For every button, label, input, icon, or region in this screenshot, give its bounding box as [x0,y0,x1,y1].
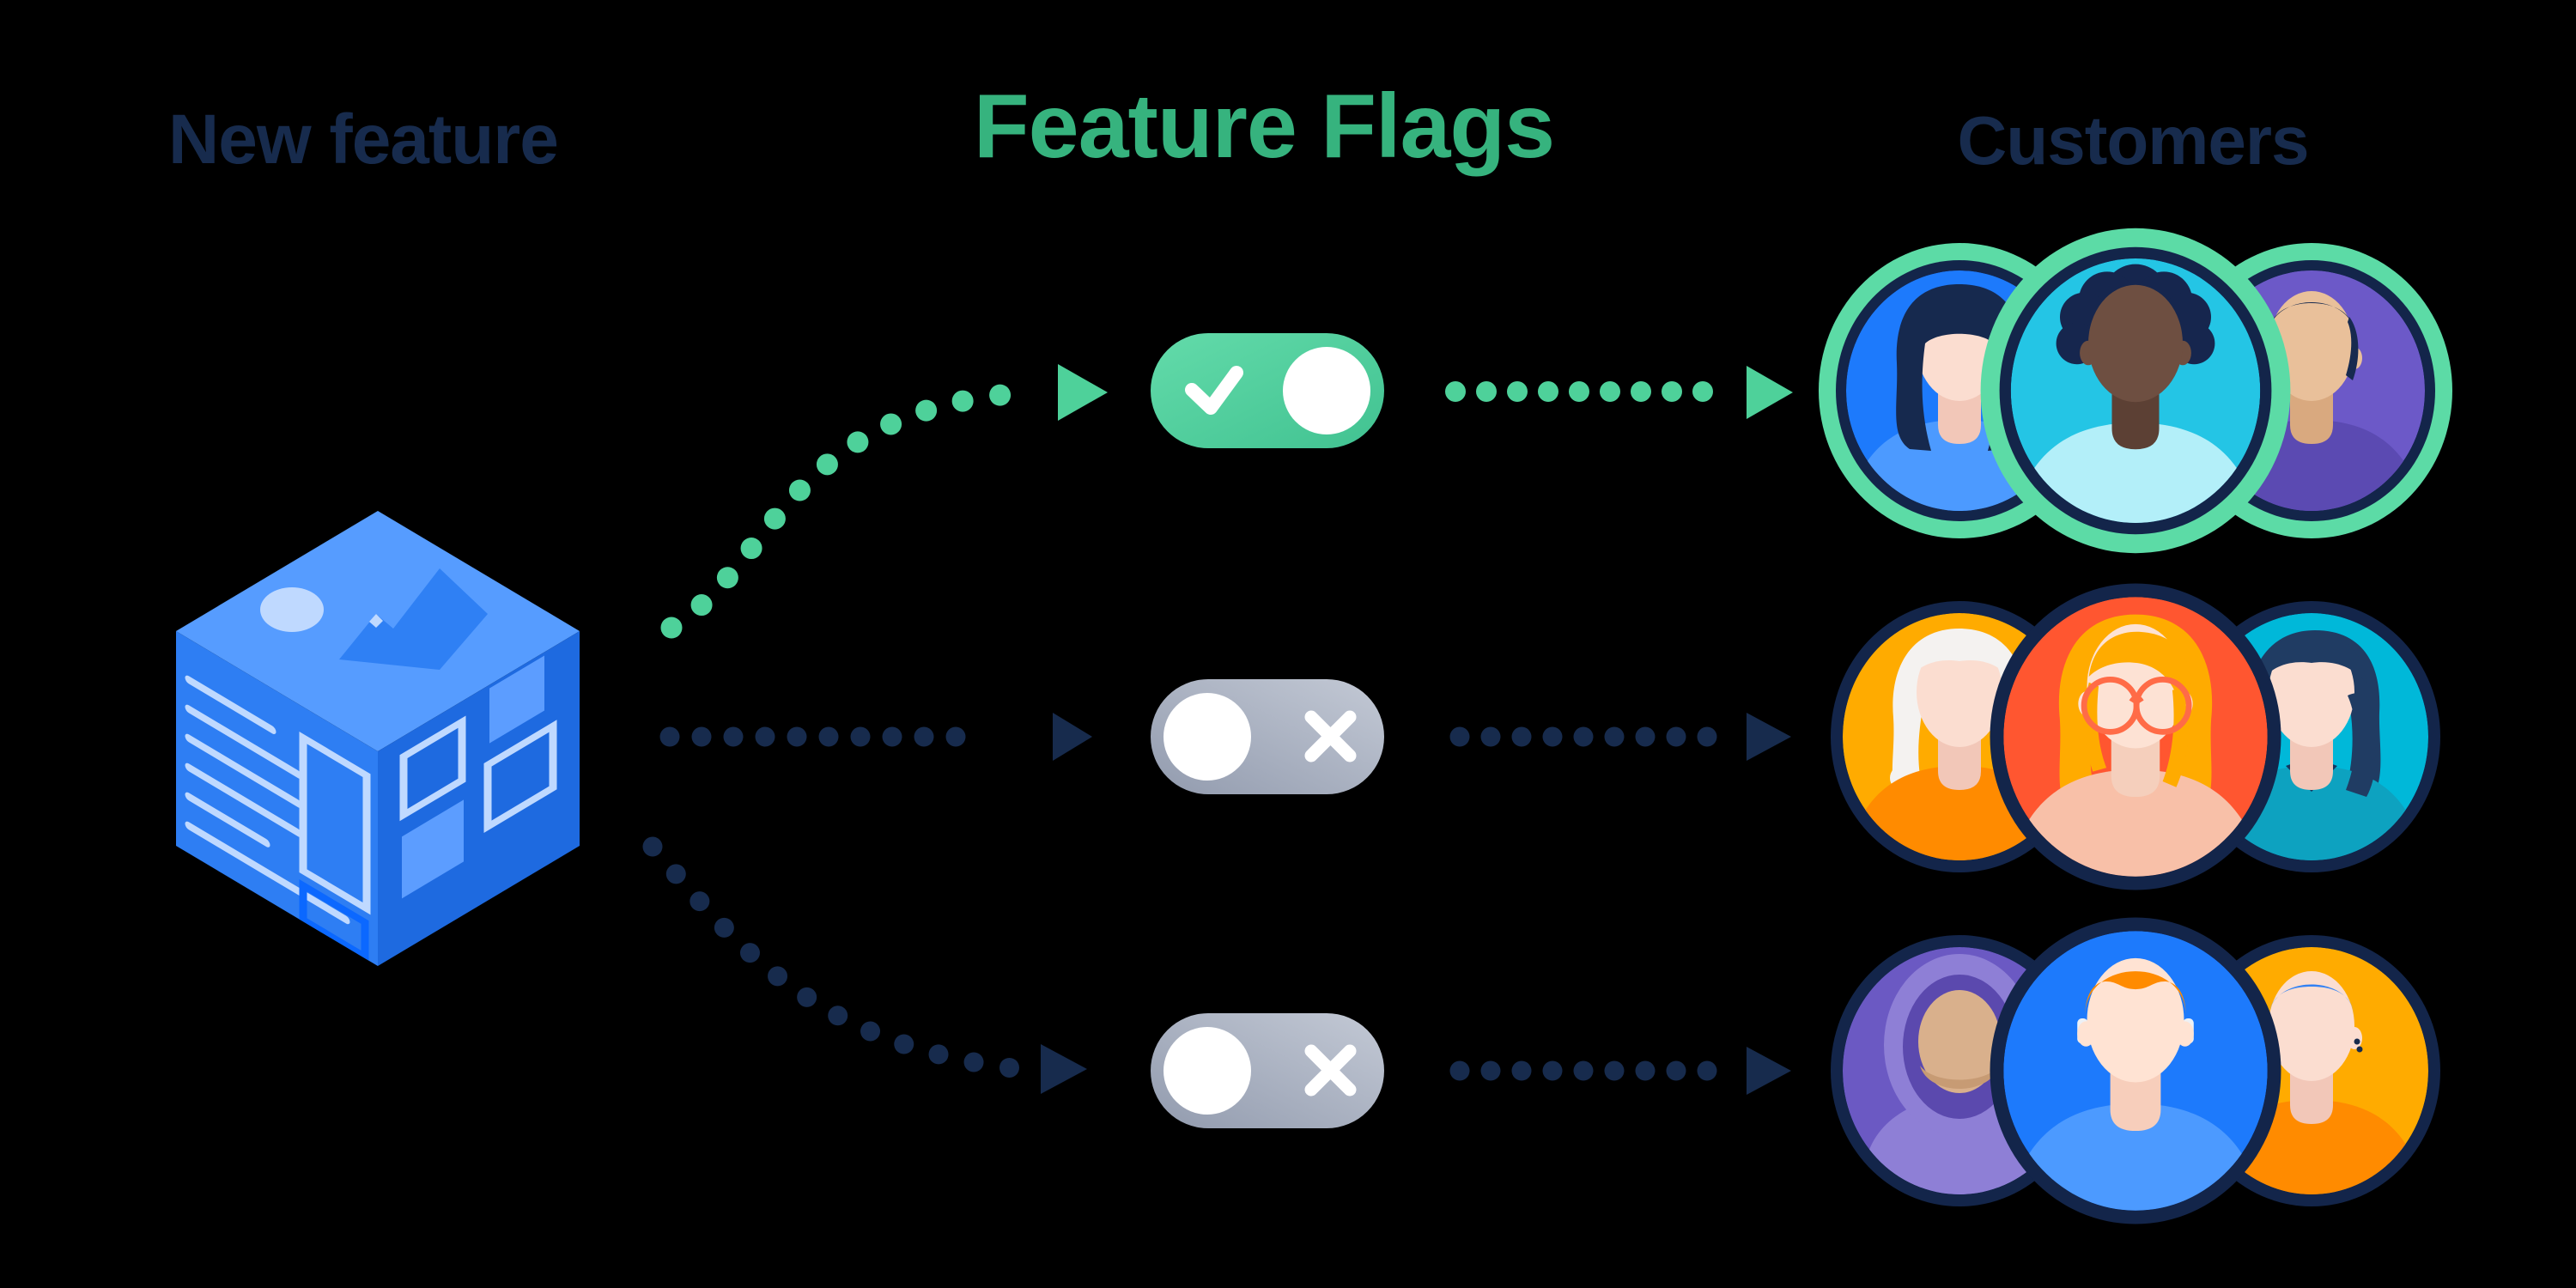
column-title-new-feature: New feature [168,100,559,179]
avatar-orange-hair-blue [1990,917,2281,1224]
earrings [2354,1038,2363,1053]
avatar-afro-cyan [1980,228,2291,554]
toggle-knob [1163,1027,1251,1115]
check-icon [1185,366,1243,415]
cross-icon [1304,710,1357,762]
column-title-feature-flags: Feature Flags [973,76,1555,177]
dotted-arrow-cube-to-flag3 [642,836,1024,1078]
feature-flag-toggle-3[interactable] [1151,1013,1384,1128]
arrowhead-flag2 [1053,713,1092,761]
arrowhead-flag3 [1041,1044,1087,1094]
toggle-knob [1283,347,1370,434]
column-title-customers: Customers [1957,102,2310,179]
feature-flag-toggle-2[interactable] [1151,679,1384,794]
cube-small-frame [299,878,369,963]
cube-text-lines [185,675,371,963]
toggle-knob [1163,693,1251,781]
cross-icon [1304,1044,1357,1097]
customer-group-1 [1819,228,2452,554]
avatar-glasses-red [1990,583,2281,890]
dotted-arrow-cube-to-flag1 [660,382,1030,639]
cube-portrait-frame [299,731,371,915]
cube-image-placeholder [260,568,488,670]
round-glasses-icon [2081,676,2192,735]
new-feature-cube [176,511,580,966]
cube-tiles [399,655,557,899]
arrowhead-flag1 [1058,364,1108,421]
arrowhead-customers3 [1747,1047,1791,1095]
orange-hair [2085,971,2186,1017]
customer-group-3 [1831,917,2440,1224]
customer-group-2 [1831,583,2440,890]
arrowhead-customers2 [1747,713,1791,761]
feature-flag-toggle-1[interactable] [1151,333,1384,448]
arrowhead-customers1 [1747,366,1793,419]
swept-bangs [2088,631,2190,718]
